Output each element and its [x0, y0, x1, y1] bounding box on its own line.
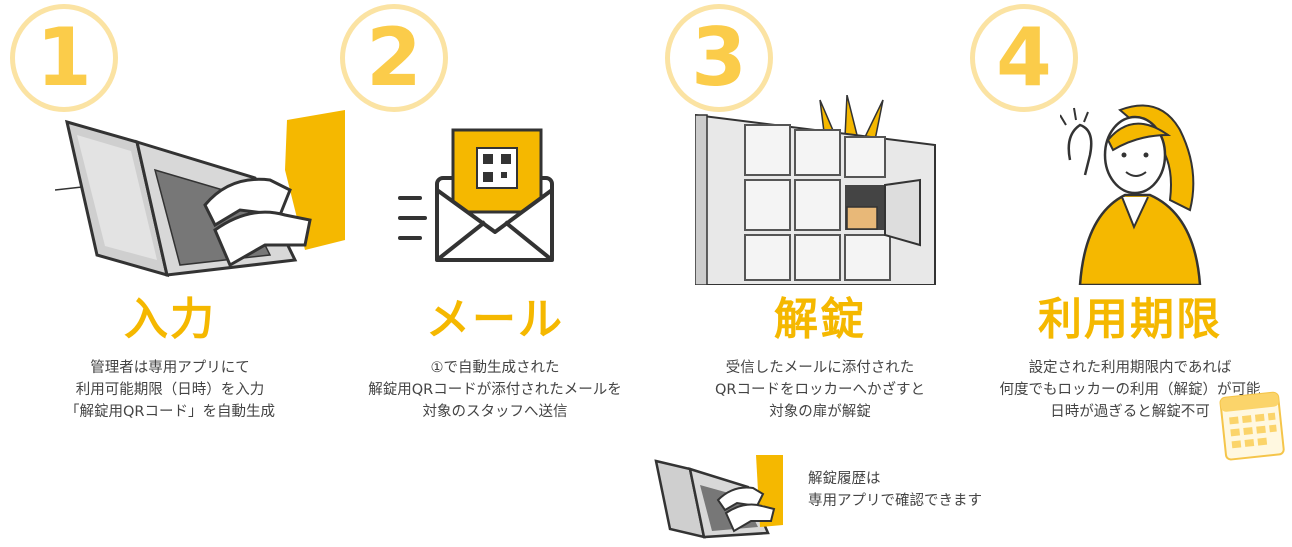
step-description: 設定された利用期限内であれば 何度でもロッカーの利用（解錠）が可能 日時が過ぎる…: [999, 360, 1261, 420]
step-number: 4: [996, 11, 1052, 104]
laptop-typing-illustration: [55, 110, 345, 278]
step-2: 2 メール ①で自動生成された 解錠用QRコードが添付されたメールを 対象のスタ…: [340, 0, 645, 440]
step-title: 利用期限: [1038, 294, 1222, 345]
step-title: 入力: [124, 294, 216, 345]
step-description: 受信したメールに添付された QRコードをロッカーへかざすと 対象の扉が解錠: [715, 360, 925, 420]
step-number-circle: 4: [970, 4, 1078, 112]
step-4: 4 利用期限 設定された利用期限内であれば 何度でもロッカーの利用（解錠）が可能…: [970, 0, 1285, 461]
step-number: 1: [36, 11, 92, 104]
step-title: メール: [426, 294, 564, 345]
history-note: 解錠履歴は 専用アプリで確認できます: [808, 471, 982, 509]
laptop-small-illustration: [654, 455, 783, 539]
step-description: ①で自動生成された 解錠用QRコードが添付されたメールを 対象のスタッフへ送信: [368, 360, 622, 420]
calendar-icon: [1219, 391, 1285, 461]
step-title: 解錠: [774, 294, 866, 345]
locker-open-illustration: [695, 95, 936, 285]
step-number-circle: 2: [340, 4, 448, 112]
woman-ok-illustration: [1060, 104, 1202, 285]
step-number: 2: [366, 11, 422, 104]
step-1: 1 入力 管理者は専用アプリにて 利用可能期限（日時）を入力 「解錠用QRコード…: [10, 0, 345, 440]
step-number-circle: 1: [10, 4, 118, 112]
step-3: 3 解錠 受信したメールに添付された QRコードをロッカーへかざすと 対象の扉が…: [665, 0, 970, 440]
step-description: 管理者は専用アプリにて 利用可能期限（日時）を入力 「解錠用QRコード」を自動生…: [65, 360, 275, 420]
step-number: 3: [691, 11, 747, 104]
email-qr-illustration: [398, 128, 554, 262]
step-number-circle: 3: [665, 4, 773, 112]
